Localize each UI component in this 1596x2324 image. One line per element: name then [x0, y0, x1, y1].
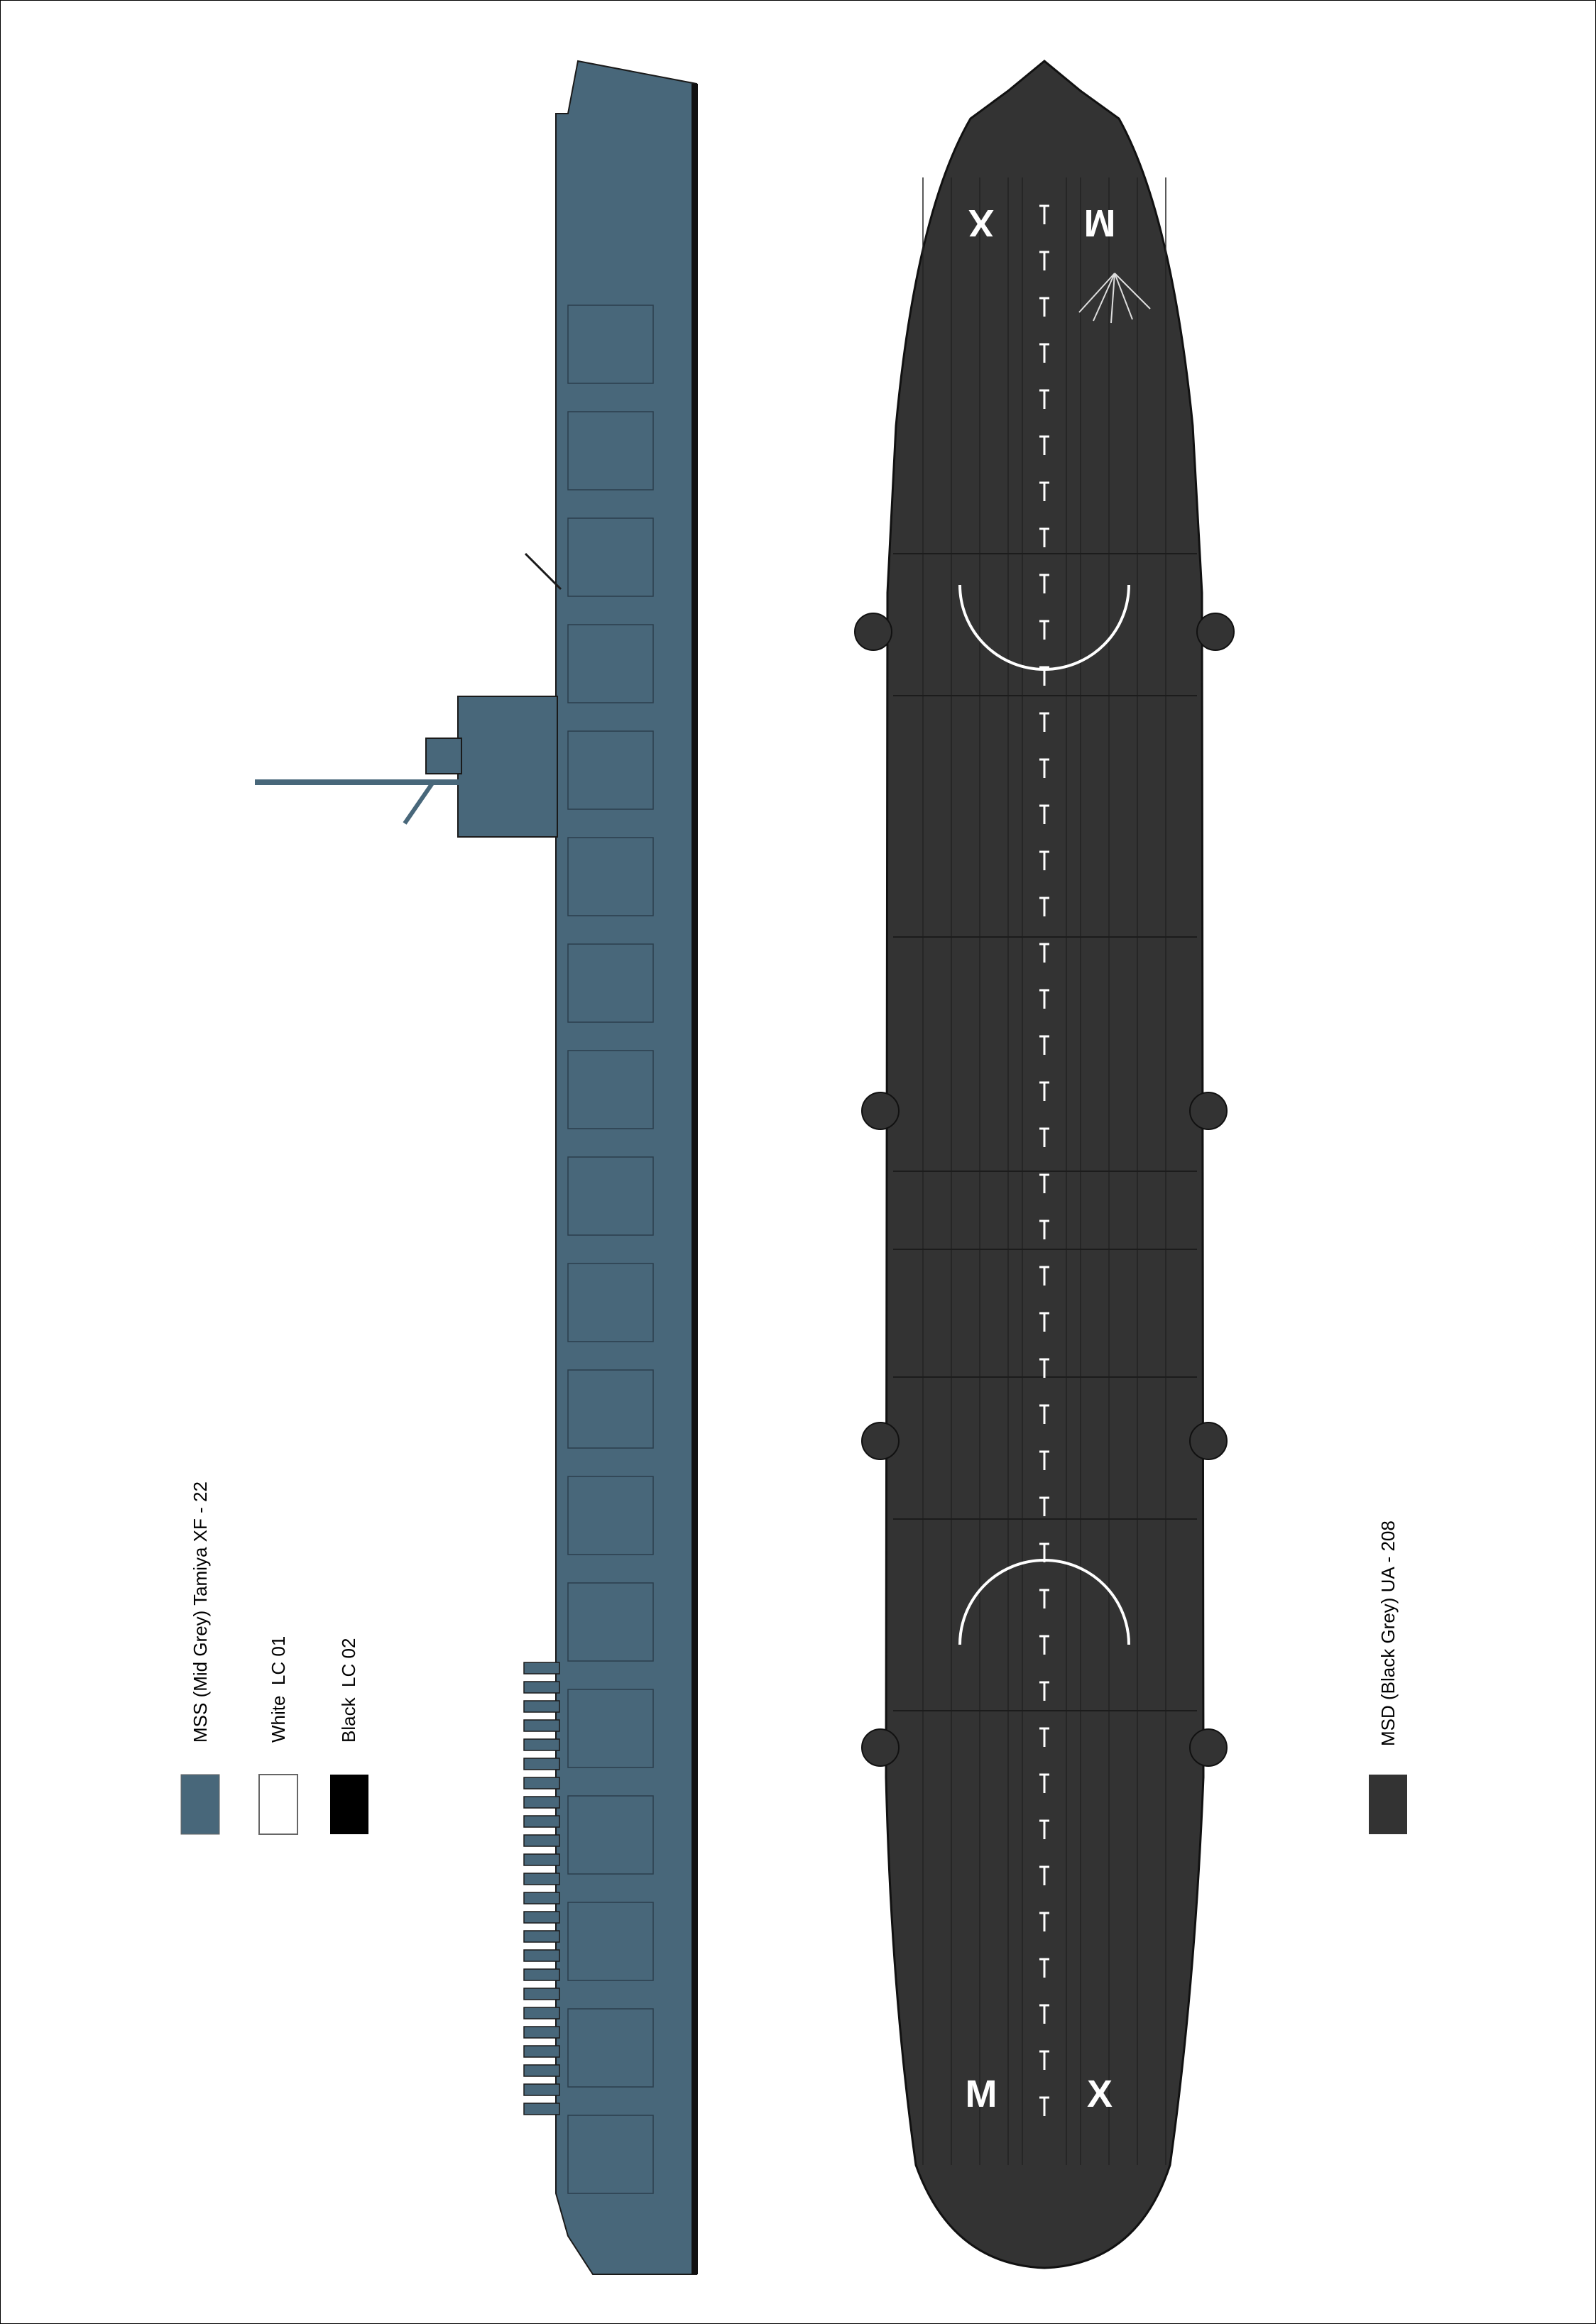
hull-panel	[567, 1902, 654, 1981]
legend-label-black: Black LC 02	[338, 1638, 359, 1743]
hull-panel	[567, 1476, 654, 1555]
gun-sponson	[861, 1422, 900, 1460]
hull-panel	[567, 411, 654, 490]
island-bridge	[425, 738, 462, 774]
deck-letter-bow-right: M	[1084, 202, 1116, 244]
boat-boom	[523, 1681, 560, 1694]
hull-panel	[567, 2115, 654, 2194]
side-details	[567, 305, 654, 2194]
boat-boom	[523, 1796, 560, 1809]
hull-panel	[567, 305, 654, 384]
gun-sponson	[861, 1728, 900, 1767]
hull-panel	[567, 2008, 654, 2088]
gun-sponson	[854, 613, 892, 651]
boat-boom	[523, 2103, 560, 2115]
swatch-mid-grey	[180, 1774, 220, 1835]
boat-boom	[523, 1968, 560, 1981]
gun-sponson	[1196, 613, 1235, 651]
boat-boom	[523, 2026, 560, 2039]
hull-panel	[567, 1263, 654, 1342]
hull-panel	[567, 730, 654, 810]
island-superstructure	[457, 696, 558, 838]
boat-boom	[523, 2064, 560, 2077]
boat-boom	[523, 1911, 560, 1924]
hull-panel	[567, 517, 654, 597]
swatch-black-grey	[1369, 1775, 1407, 1834]
boat-boom	[523, 1777, 560, 1789]
boat-booms	[523, 1662, 560, 2115]
swatch-black	[330, 1775, 368, 1834]
boat-boom	[523, 1834, 560, 1847]
boat-boom	[523, 1662, 560, 1675]
gun-sponson	[1189, 1422, 1228, 1460]
hull-panel	[567, 1582, 654, 1662]
legend-label-mid-grey: MSS (Mid Grey) Tamiya XF - 22	[190, 1481, 211, 1743]
boat-boom	[523, 1930, 560, 1943]
hull-panel	[567, 624, 654, 703]
deck-plank-lines	[893, 177, 1197, 2165]
boat-boom	[523, 2083, 560, 2096]
centerline-markings	[1039, 204, 1049, 2116]
hull-panel	[567, 1050, 654, 1129]
boat-boom	[523, 1988, 560, 2000]
hull-panel	[567, 837, 654, 916]
deck-letter-stern-left: M	[966, 2073, 998, 2115]
mast-strut	[403, 781, 435, 825]
boat-boom	[523, 2007, 560, 2019]
hull-panel	[567, 1156, 654, 1236]
hull-panel	[567, 1369, 654, 1449]
waterline-stripe	[692, 84, 698, 2274]
wind-indicator-icon	[1078, 273, 1151, 324]
crane-arm	[524, 552, 562, 591]
side-profile	[255, 60, 698, 2275]
boat-boom	[523, 1949, 560, 1962]
hull-panel	[567, 1795, 654, 1875]
hull-panel	[567, 1689, 654, 1768]
boat-boom	[523, 1700, 560, 1713]
color-legend: MSS (Mid Grey) Tamiya XF - 22 White LC 0…	[180, 1481, 1407, 1835]
gun-sponson	[861, 1092, 900, 1130]
sponsons	[854, 613, 1235, 1767]
deck-plan: X M M X	[854, 60, 1235, 2269]
deck-letter-stern-right: X	[1087, 2073, 1113, 2115]
boat-boom	[523, 1719, 560, 1732]
boat-boom	[523, 1892, 560, 1904]
side-hull	[555, 60, 697, 2275]
gun-sponson	[1189, 1728, 1228, 1767]
boat-boom	[523, 2045, 560, 2058]
boat-boom	[523, 1815, 560, 1828]
swatch-white	[258, 1774, 298, 1835]
hull-panel	[567, 943, 654, 1023]
boat-boom	[523, 1758, 560, 1770]
legend-label-white: White LC 01	[268, 1636, 289, 1743]
deck-letter-bow-left: X	[968, 202, 994, 244]
boat-boom	[523, 1853, 560, 1866]
legend-label-black-grey: MSD (Black Grey) UA - 208	[1377, 1520, 1399, 1746]
gun-sponson	[1189, 1092, 1228, 1130]
boat-boom	[523, 1738, 560, 1751]
boat-boom	[523, 1873, 560, 1885]
